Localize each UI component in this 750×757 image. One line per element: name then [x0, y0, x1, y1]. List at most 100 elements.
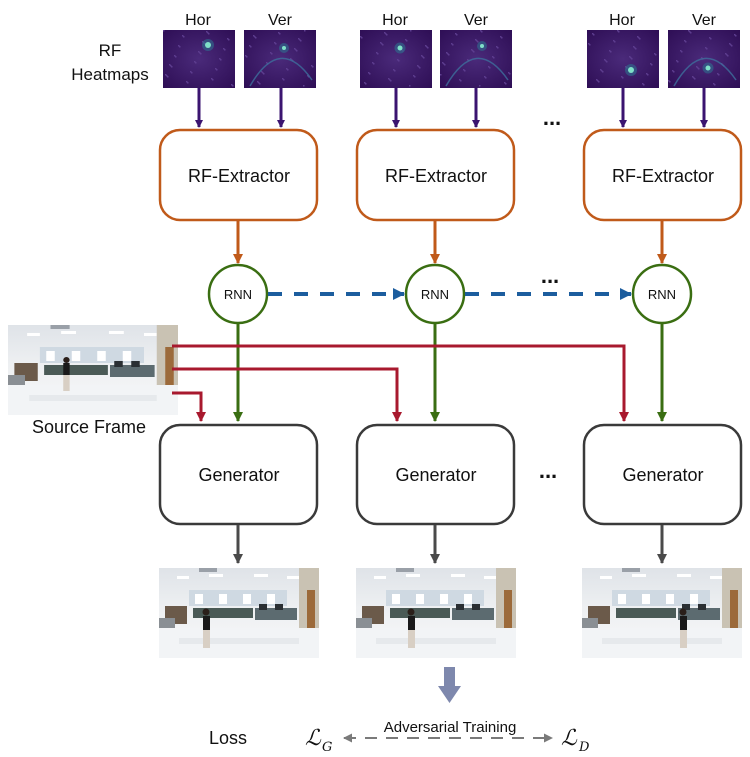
rf-heatmap-image: [587, 30, 659, 88]
heatmap-noise: [167, 76, 169, 78]
heatmap-noise: [622, 77, 624, 79]
heatmap-noise: [417, 65, 419, 67]
heatmap-noise: [262, 72, 264, 74]
heatmap-noise: [360, 36, 362, 38]
heatmap-noise: [606, 61, 608, 63]
heatmap-noise: [706, 48, 708, 50]
heatmap-noise: [497, 47, 499, 49]
heatmap-noise: [246, 56, 248, 58]
heatmap-noise: [714, 84, 716, 86]
generator-label: Generator: [198, 465, 279, 485]
heatmap-noise: [296, 50, 298, 52]
ver-label: Ver: [692, 12, 717, 29]
heatmap-noise: [460, 80, 462, 82]
heatmap-noise: [231, 84, 233, 86]
heatmap-noise: [496, 46, 498, 48]
heatmap-noise: [634, 47, 636, 49]
heatmap-noise: [605, 60, 607, 62]
heatmap-noise: [427, 47, 429, 49]
heatmap-noise: [261, 71, 263, 73]
rf-extractor-box: [582, 128, 743, 222]
source-to-generator-arrow: [172, 391, 206, 422]
heatmap-noise: [613, 40, 615, 42]
heatmap-noise: [655, 54, 657, 56]
heatmap-noise: [630, 57, 632, 59]
heatmap-noise: [650, 63, 652, 65]
heatmap-noise: [727, 55, 729, 57]
heatmap-noise: [410, 30, 412, 32]
heatmap-noise: [602, 71, 604, 73]
heatmap-noise: [710, 38, 712, 40]
heatmap-noise: [654, 53, 656, 55]
ellipsis: ...: [539, 458, 557, 483]
heatmap-noise: [442, 62, 444, 64]
heatmap-arc: [445, 57, 509, 87]
hor-label: Hor: [609, 12, 635, 29]
person-figure: [408, 616, 415, 630]
person-head: [679, 608, 687, 616]
heatmap-noise: [376, 52, 378, 54]
person-legs: [408, 630, 415, 648]
heatmap-noise: [730, 44, 732, 46]
heatmap-noise: [447, 53, 449, 55]
heatmap-noise: [601, 70, 603, 72]
heatmap-noise: [249, 45, 251, 47]
heatmap-noise: [421, 55, 423, 57]
heatmap-noise: [689, 31, 691, 33]
heatmap-noise: [638, 37, 640, 39]
heatmap-noise: [717, 73, 719, 75]
heatmap-noise: [384, 32, 386, 34]
heatmap-noise: [475, 39, 477, 41]
rf-extractor-box: [355, 128, 516, 222]
source-frame-image: [8, 325, 178, 415]
heatmap-noise: [175, 56, 177, 58]
heatmap-noise: [443, 63, 445, 65]
heatmap-noise: [669, 81, 671, 83]
heatmap-noise: [263, 73, 265, 75]
heatmap-noise: [476, 40, 478, 42]
ellipsis: ...: [541, 263, 559, 288]
rf-extractor-box: [158, 128, 319, 222]
heatmap-noise: [685, 41, 687, 43]
rf-heatmap-image: [668, 30, 740, 88]
rf-heatmaps-label: RF: [99, 41, 122, 60]
heatmap-noise: [456, 34, 458, 36]
heatmap-noise: [705, 47, 707, 49]
rf-extractor-label: RF-Extractor: [612, 166, 714, 186]
heatmap-noise: [364, 82, 366, 84]
heatmap-noise: [684, 40, 686, 42]
heatmap-noise: [298, 38, 300, 40]
rf-extractor-label: RF-Extractor: [385, 166, 487, 186]
source-to-generator-arrow: [172, 344, 629, 422]
heatmap-noise: [372, 62, 374, 64]
generator-box: [355, 423, 516, 526]
heatmap-hotspot: [628, 67, 634, 73]
generated-frame-image: [159, 568, 319, 658]
heatmap-noise: [163, 30, 165, 32]
ver-label: Ver: [464, 12, 489, 29]
heatmap-noise: [639, 38, 641, 40]
rf-heatmap-image: [244, 30, 316, 88]
hor-label: Hor: [185, 12, 211, 29]
heatmap-noise: [183, 36, 185, 38]
heatmap-noise: [174, 55, 176, 57]
heatmap-noise: [291, 59, 293, 61]
loss-g-subscript: G: [322, 740, 332, 755]
heatmap-noise: [647, 74, 649, 76]
person-head: [202, 608, 210, 616]
heatmap-noise: [266, 62, 268, 64]
heatmap-noise: [609, 50, 611, 52]
heatmap-noise: [480, 30, 482, 32]
office-scene: [582, 568, 742, 658]
heatmap-noise: [290, 58, 292, 60]
heatmap-noise: [418, 66, 420, 68]
heatmap-noise: [485, 77, 487, 79]
heatmap-noise: [464, 70, 466, 72]
heatmap-noise: [463, 69, 465, 71]
source-to-generator-arrow: [172, 367, 402, 422]
heatmap-noise: [169, 64, 171, 66]
heatmap-noise: [254, 36, 256, 38]
heatmap-noise: [477, 41, 479, 43]
heatmap-noise: [170, 65, 172, 67]
heatmap-noise: [178, 45, 180, 47]
